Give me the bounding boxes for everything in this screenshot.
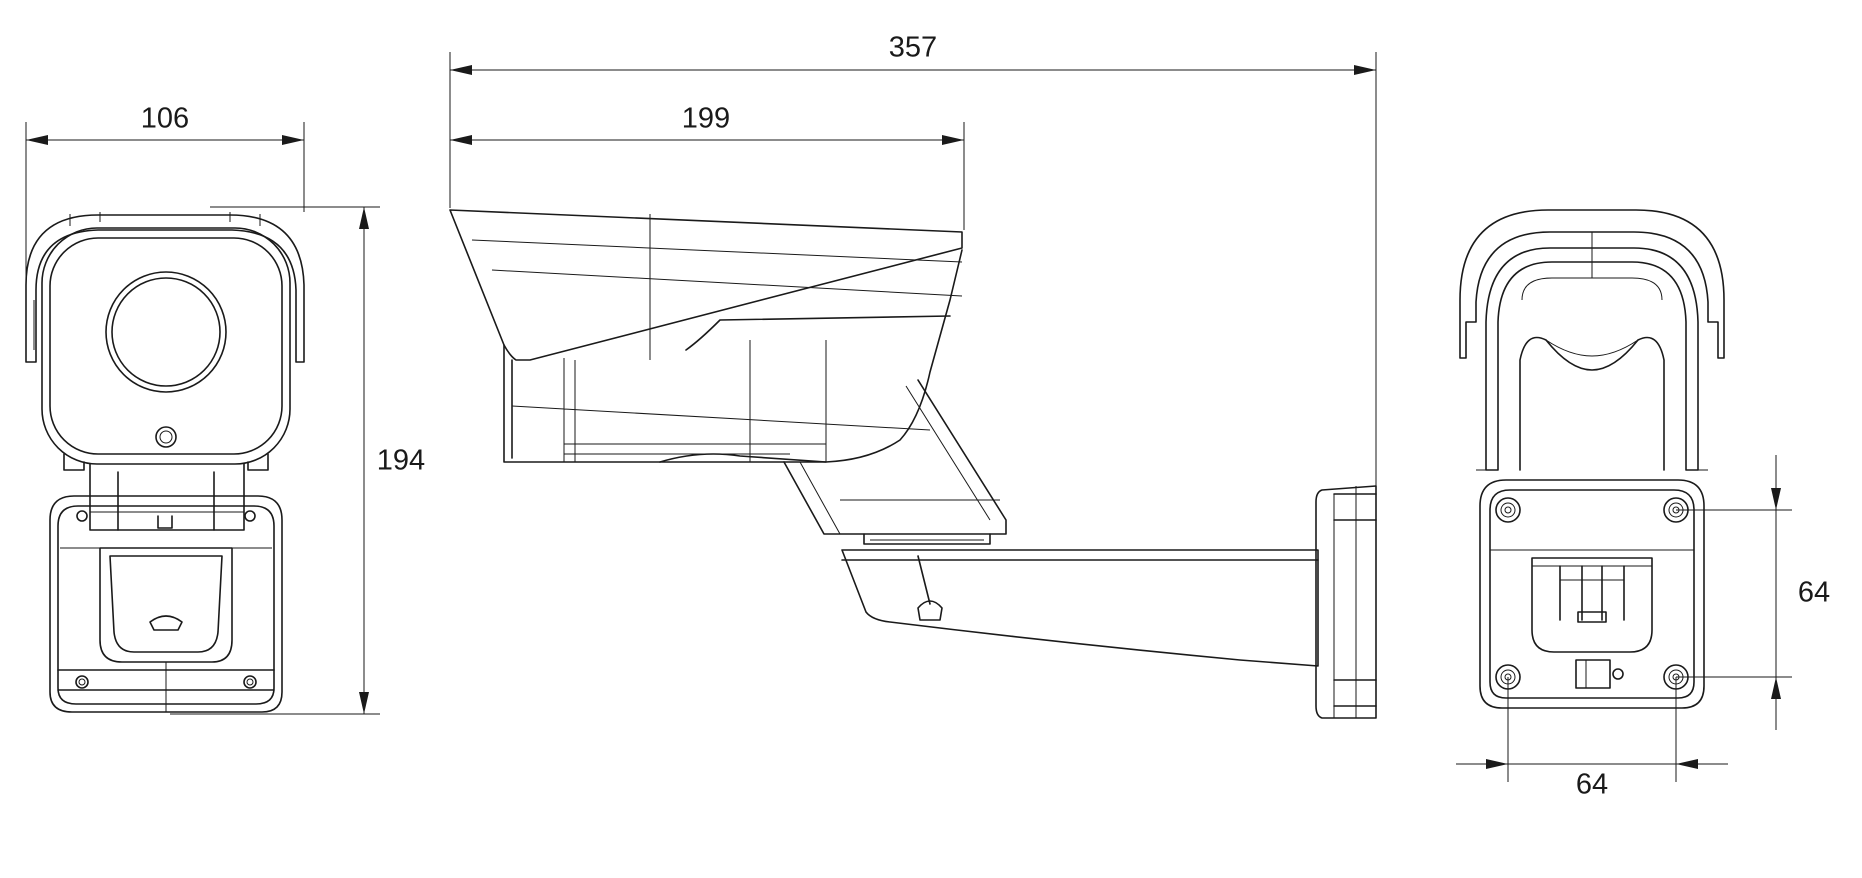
side-view: [449, 209, 1377, 719]
rear-view: [1459, 209, 1725, 709]
rear-screw-top-left: [1495, 497, 1521, 523]
side-housing-dimension: 199: [450, 103, 965, 230]
front-height-label: 194: [377, 445, 425, 477]
front-view: [25, 212, 305, 713]
front-height-dimension: 194: [170, 206, 425, 715]
rear-vertical-dimension: 64: [1676, 455, 1830, 730]
front-width-label: 106: [141, 103, 189, 135]
rear-horizontal-label: 64: [1576, 769, 1608, 801]
rear-vertical-label: 64: [1798, 577, 1830, 609]
side-total-dimension: 357: [449, 32, 1377, 486]
rear-horizontal-dimension: 64: [1456, 677, 1728, 801]
side-total-label: 357: [889, 32, 937, 64]
front-width-dimension: 106: [25, 103, 305, 350]
side-housing-label: 199: [682, 103, 730, 135]
